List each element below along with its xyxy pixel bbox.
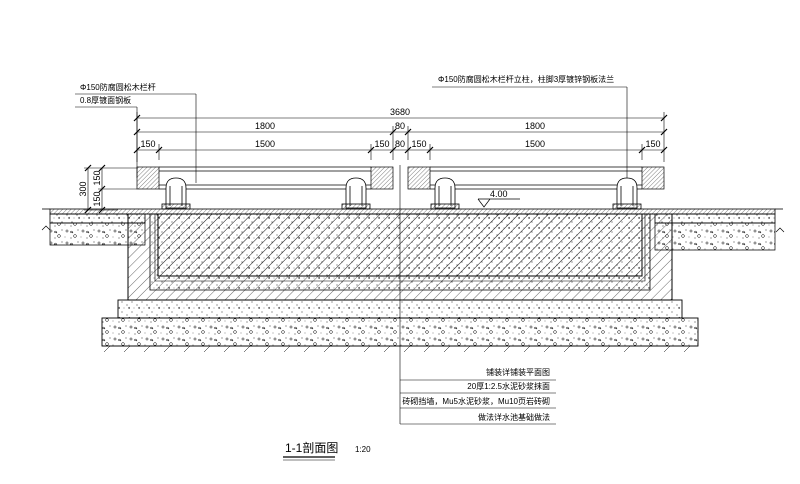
dim-height-bottom: 150	[92, 191, 102, 206]
drawing-scale: 1:20	[355, 445, 371, 454]
callout-rail-text: Φ150防腐圆松木栏杆	[80, 82, 156, 92]
railing-post-4	[612, 177, 642, 210]
rail-beams	[136, 166, 665, 190]
level-marker	[477, 198, 520, 208]
level-value: 4.00	[490, 189, 508, 199]
note-2: 20厚1:2.5水泥砂浆抹面	[467, 381, 550, 391]
dim-bay-right: 1800	[525, 121, 545, 131]
dim-total: 3680	[390, 107, 410, 117]
dim-seg-150-a: 150	[140, 139, 155, 149]
callout-plate-text: 0.8厚镀面钢板	[80, 95, 131, 105]
dim-seg-80: 80	[395, 139, 405, 149]
note-3: 砖砌挡墙，Mu5水泥砂浆，Mu10页岩砖砌	[402, 396, 550, 406]
dim-gap: 80	[395, 121, 405, 131]
callout-post: Φ150防腐圆松木栏杆立柱，柱脚3厚镀锌钢板法兰	[432, 74, 628, 178]
railing-post-1	[161, 177, 191, 210]
railing-post-2	[341, 177, 371, 210]
dim-bay-left: 1800	[255, 121, 275, 131]
dim-seg-1500-right: 1500	[525, 139, 545, 149]
dim-seg-150-b: 150	[374, 139, 389, 149]
drawing-title: 1-1剖面图	[285, 441, 338, 455]
callout-post-text: Φ150防腐圆松木栏杆立柱，柱脚3厚镀锌钢板法兰	[438, 74, 614, 84]
dim-height-top: 150	[92, 170, 102, 185]
note-4: 做法详水池基础做法	[478, 412, 550, 422]
dim-seg-1500-left: 1500	[255, 139, 275, 149]
soil-right	[654, 222, 785, 251]
callout-rail: Φ150防腐圆松木栏杆	[75, 82, 197, 183]
note-1: 铺装详铺装平面图	[486, 367, 550, 377]
dimension-chains	[133, 112, 668, 162]
callout-plate: 0.8厚镀面钢板	[75, 95, 138, 178]
dim-seg-150-d: 150	[645, 139, 660, 149]
dim-height-total: 300	[78, 181, 88, 196]
dim-seg-150-c: 150	[411, 139, 426, 149]
notes-leaders	[400, 379, 556, 425]
railing-post-3	[430, 177, 460, 210]
